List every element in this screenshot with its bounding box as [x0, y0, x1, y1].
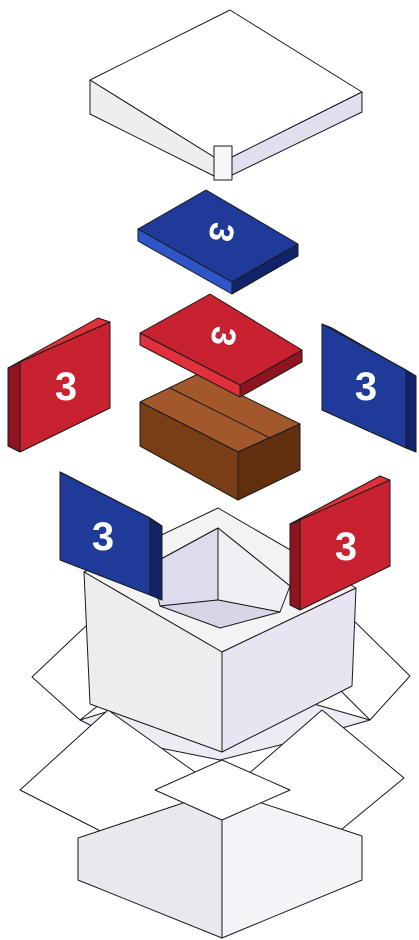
gel-pack-lower-right-red: 3 [290, 476, 390, 610]
left-red-pack-side [8, 362, 20, 452]
right-blue-pack-label: 3 [355, 365, 377, 409]
gel-pack-top-red: 3 [140, 294, 302, 397]
lid-top-face [90, 10, 362, 162]
lower-left-blue-pack-label: 3 [92, 515, 114, 559]
left-red-pack-label: 3 [55, 365, 77, 409]
lower-right-red-pack-side [290, 520, 300, 610]
gel-pack-left-red: 3 [8, 318, 110, 452]
foam-cooler-lid [90, 10, 362, 180]
gel-pack-top-blue: 3 [138, 190, 298, 294]
right-blue-pack-side [406, 370, 416, 452]
lower-left-blue-pack-side [150, 518, 162, 600]
lid-corner-bevel [214, 146, 232, 180]
gel-pack-right-blue: 3 [322, 324, 416, 452]
product-cardboard-box [140, 374, 300, 500]
lower-right-red-pack-label: 3 [335, 525, 357, 569]
